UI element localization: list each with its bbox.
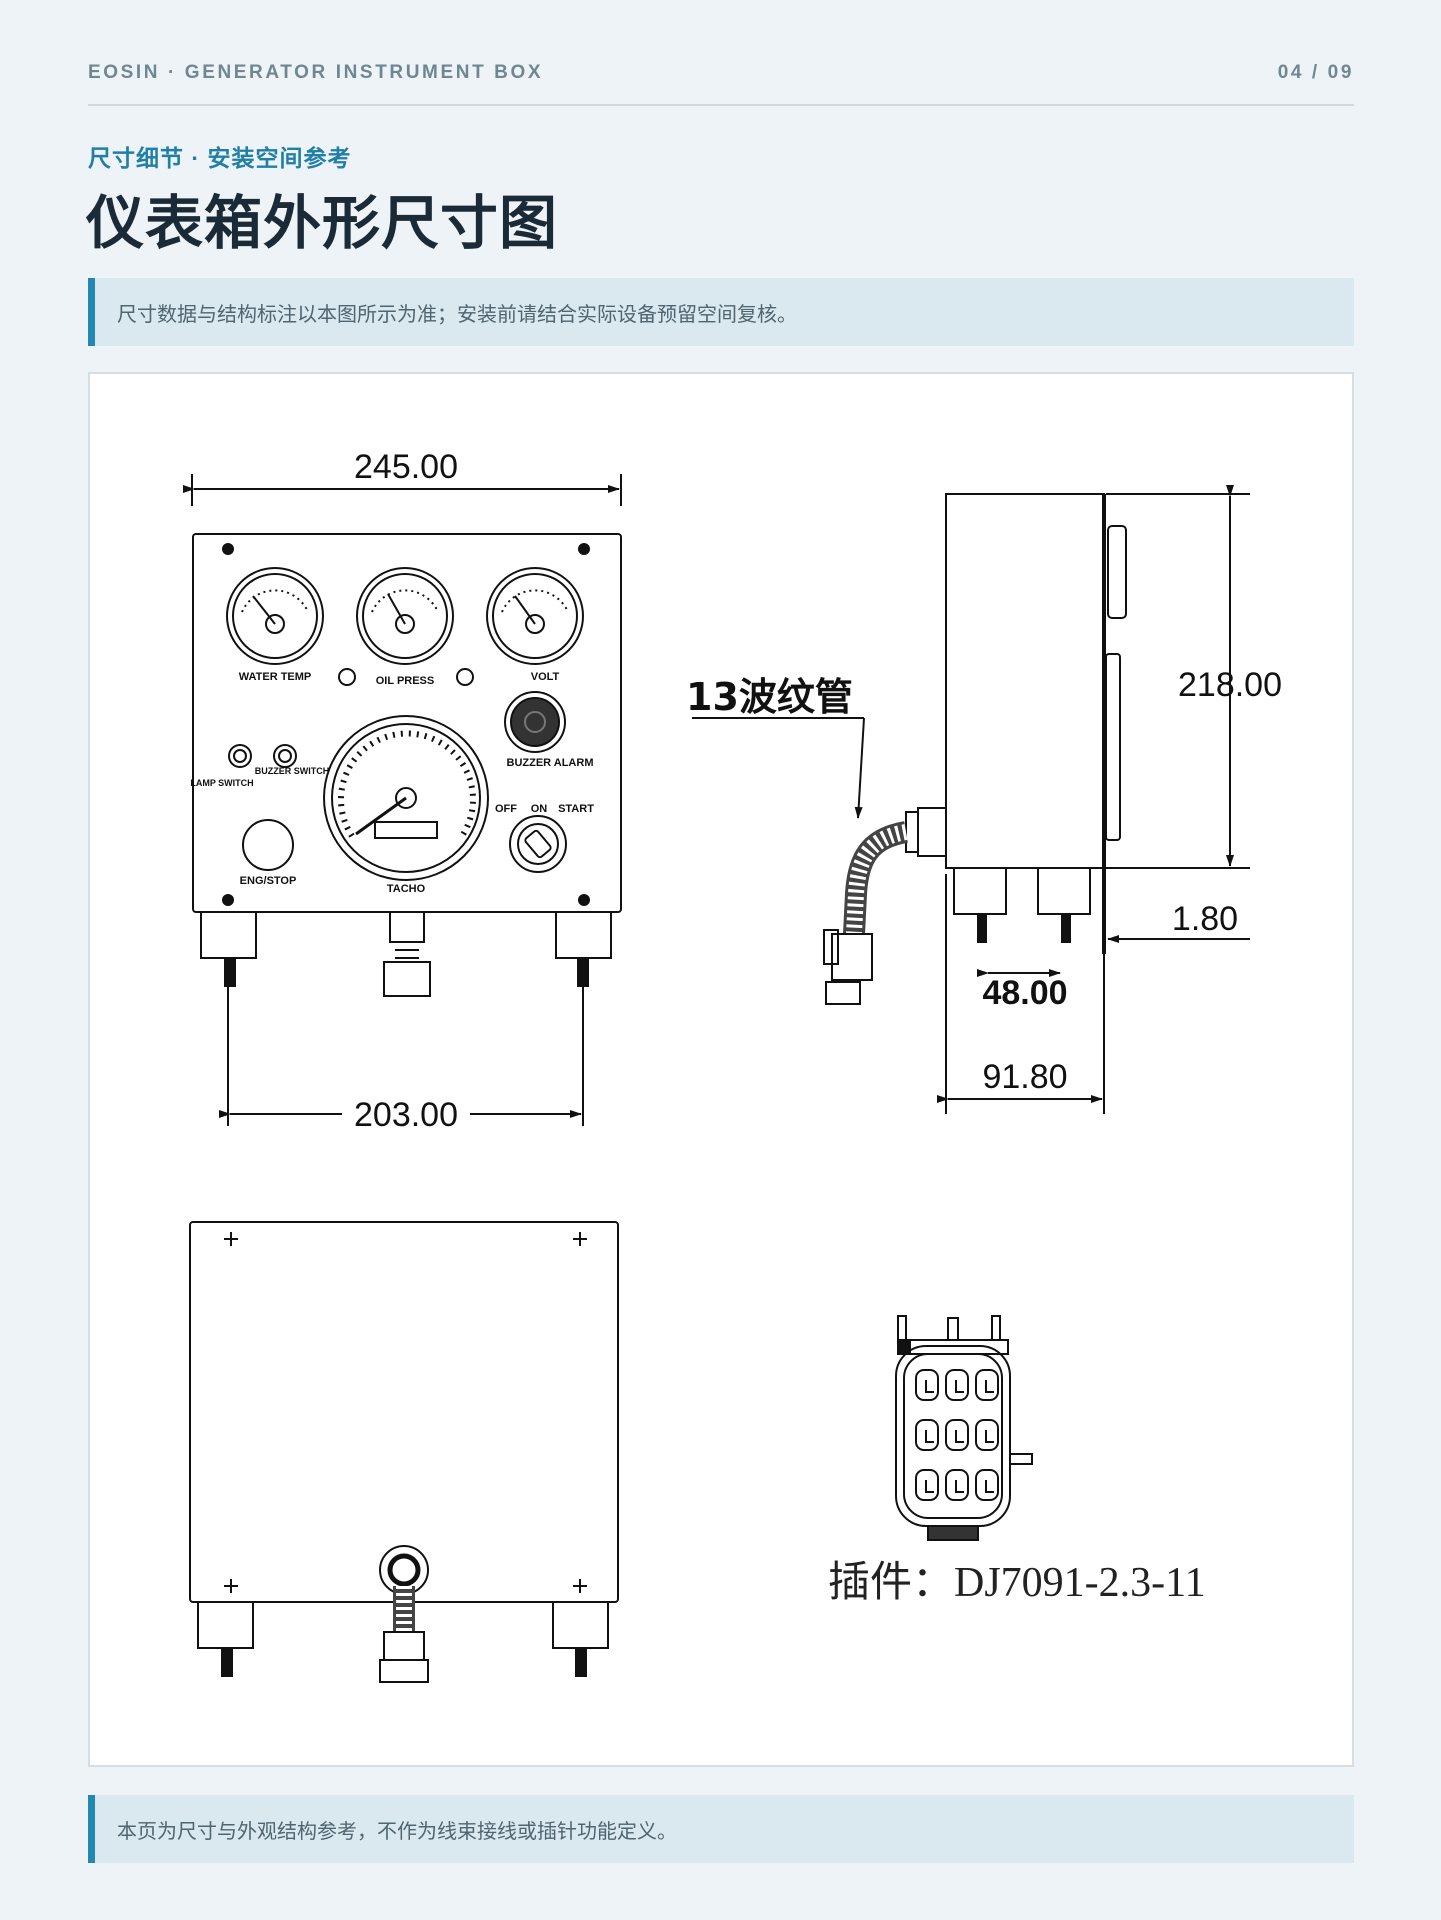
bottom-note-text: 本页为尺寸与外观结构参考，不作为线束接线或插针功能定义。	[117, 1820, 677, 1843]
bottom-note: 本页为尺寸与外观结构参考，不作为线束接线或插针功能定义。	[88, 1795, 1354, 1863]
top-note-text: 尺寸数据与结构标注以本图所示为准；安装前请结合实际设备预留空间复核。	[117, 303, 797, 326]
water-temp-gauge	[226, 567, 324, 665]
oil-press-gauge	[356, 567, 454, 665]
lamp-switch-label: LAMP SWITCH	[190, 778, 253, 788]
section-eyebrow: 尺寸细节 · 安装空间参考	[88, 145, 352, 171]
water-temp-label: WATER TEMP	[239, 671, 312, 683]
page-header: EOSIN · GENERATOR INSTRUMENT BOX 04 / 09	[88, 62, 1354, 84]
key-on-label: ON	[531, 803, 548, 815]
page-title: 仪表箱外形尺寸图	[86, 189, 559, 257]
key-start-label: START	[558, 803, 594, 815]
hose-callout-label: 13波纹管	[686, 675, 853, 719]
dimension-drawing: 245.00 203.00 WATER TEMP OIL PRESS VOLT …	[183, 448, 1282, 1683]
buzzer-switch-label: BUZZER SWITCH	[255, 766, 330, 776]
buzzer-alarm	[504, 691, 566, 753]
connector-face	[895, 1315, 1033, 1541]
side-view	[692, 485, 1250, 1114]
connector-label: 插件：DJ7091-2.3-11	[828, 1560, 1206, 1606]
eng-stop-label: ENG/STOP	[240, 875, 297, 887]
top-note: 尺寸数据与结构标注以本图所示为准；安装前请结合实际设备预留空间复核。	[88, 278, 1354, 346]
header-divider	[88, 104, 1354, 106]
key-off-label: OFF	[495, 803, 517, 815]
buzzer-alarm-label: BUZZER ALARM	[507, 757, 594, 769]
volt-label: VOLT	[531, 671, 560, 683]
mount-spacing-dimension: 203.00	[354, 1096, 458, 1134]
tacho-label: TACHO	[387, 883, 426, 895]
volt-gauge	[486, 567, 584, 665]
key-switch	[509, 815, 567, 873]
front-width-dimension: 245.00	[354, 448, 458, 486]
front-view	[183, 474, 622, 1126]
bottom-view	[189, 1221, 619, 1683]
side-foot-spacing-dimension: 48.00	[982, 974, 1067, 1012]
tacho-gauge	[323, 715, 489, 881]
page-number: 04 / 09	[1277, 62, 1354, 83]
dimension-drawing-panel: 245.00 203.00 WATER TEMP OIL PRESS VOLT …	[88, 372, 1354, 1767]
brand-label: EOSIN · GENERATOR INSTRUMENT BOX	[88, 62, 544, 83]
oil-press-label: OIL PRESS	[376, 675, 434, 687]
side-height-dimension: 218.00	[1178, 666, 1282, 704]
side-offset-dimension: 1.80	[1172, 900, 1238, 938]
side-depth-dimension: 91.80	[982, 1058, 1067, 1096]
